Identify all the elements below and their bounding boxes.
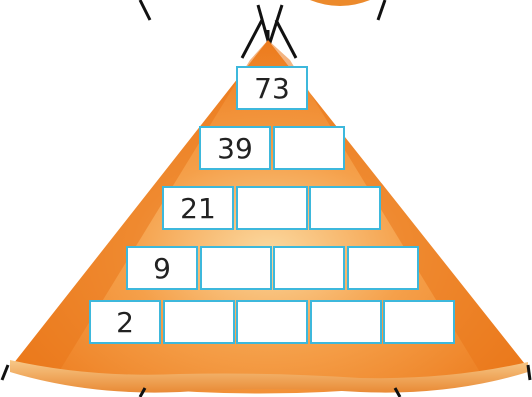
pyramid-cell-r4-c4[interactable] — [347, 246, 419, 290]
pyramid-cell-r1-c1: 73 — [236, 66, 308, 110]
pyramid-input-r2-c2[interactable] — [275, 127, 343, 169]
pyramid-cell-r3-c3[interactable] — [309, 186, 381, 230]
pyramid-input-r4-c3[interactable] — [275, 247, 343, 289]
pyramid-input-r5-c5[interactable] — [385, 301, 453, 343]
pyramid-input-r5-c2[interactable] — [165, 301, 233, 343]
pyramid-cell-r4-c3[interactable] — [273, 246, 345, 290]
pyramid-cell-r2-c2[interactable] — [273, 126, 345, 170]
pyramid-cell-r5-c4[interactable] — [310, 300, 382, 344]
pyramid-cell-r4-c2[interactable] — [200, 246, 272, 290]
pyramid-cell-r3-c2[interactable] — [236, 186, 308, 230]
pyramid-input-r3-c3[interactable] — [311, 187, 379, 229]
pyramid-cell-r2-c1: 39 — [199, 126, 271, 170]
pyramid-cell-r5-c1: 2 — [89, 300, 161, 344]
pyramid-cell-r5-c2[interactable] — [163, 300, 235, 344]
pyramid-input-r3-c2[interactable] — [238, 187, 306, 229]
pyramid-cell-r5-c3[interactable] — [236, 300, 308, 344]
pyramid-input-r5-c4[interactable] — [312, 301, 380, 343]
pyramid-cell-r4-c1: 9 — [126, 246, 198, 290]
pyramid-cell-r3-c1: 21 — [162, 186, 234, 230]
pyramid-input-r4-c2[interactable] — [202, 247, 270, 289]
pyramid-input-r5-c3[interactable] — [238, 301, 306, 343]
pyramid-cell-r5-c5[interactable] — [383, 300, 455, 344]
pyramid-input-r4-c4[interactable] — [349, 247, 417, 289]
